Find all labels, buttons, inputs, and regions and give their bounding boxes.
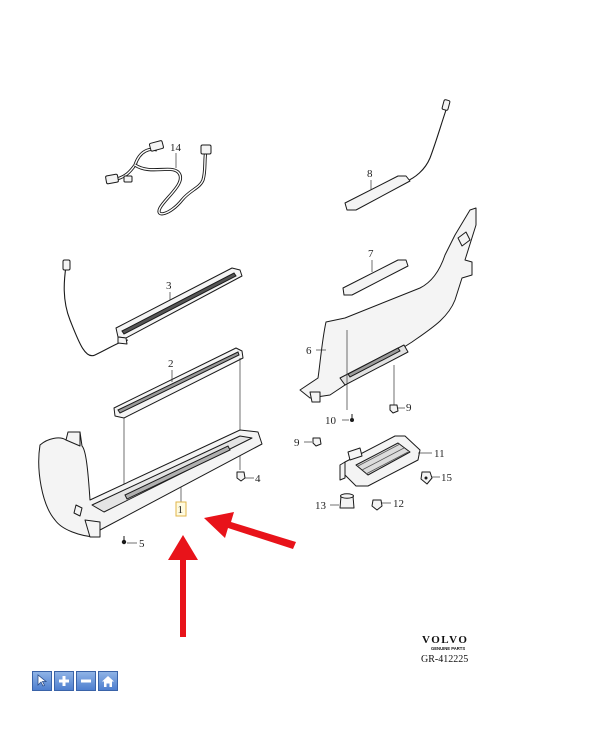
zoom-in-button[interactable] (54, 671, 74, 691)
plate-part-7[interactable] (342, 259, 409, 296)
brand-block: VOLVO GENUINE PARTS GR-412225 (421, 634, 468, 665)
callout-3[interactable]: 3 (166, 280, 172, 292)
callout-14[interactable]: 15 (441, 472, 453, 484)
clip-part-4[interactable] (236, 471, 246, 482)
zoom-toolbar (32, 671, 118, 691)
grommet-part-13[interactable] (339, 493, 355, 509)
callout-1[interactable]: 1 (178, 504, 184, 516)
callout-10[interactable]: 10 (325, 415, 337, 427)
sill-plate-part-2[interactable] (113, 347, 244, 419)
clip-part-14[interactable] (420, 471, 433, 485)
diagram-reference: GR-412225 (421, 654, 468, 665)
bracket-part-11[interactable] (339, 435, 421, 487)
clip-part-12[interactable] (371, 499, 383, 511)
callout-7[interactable]: 7 (368, 248, 374, 260)
screw-part-5[interactable] (121, 536, 127, 545)
zoom-out-icon (81, 679, 91, 683)
red-arrow-diagonal (204, 512, 296, 549)
illuminated-plate-part-8[interactable] (344, 99, 451, 211)
home-icon (102, 675, 114, 687)
callout-15[interactable]: 14 (170, 142, 182, 154)
rear-panel-part-6[interactable] (299, 207, 477, 403)
callout-9-b[interactable]: 9 (294, 437, 300, 449)
callout-2[interactable]: 2 (168, 358, 174, 370)
illuminated-sill-part-3[interactable] (62, 259, 243, 357)
scuff-panel-part-1[interactable] (38, 429, 263, 538)
brand-logo: VOLVO (422, 634, 468, 646)
pointer-button[interactable] (32, 671, 52, 691)
red-arrow-vertical (168, 535, 198, 637)
wiring-harness-part-15[interactable] (105, 140, 212, 216)
zoom-in-icon (59, 676, 69, 686)
callout-6[interactable]: 6 (306, 345, 312, 357)
zoom-out-button[interactable] (76, 671, 96, 691)
callout-11[interactable]: 11 (434, 448, 445, 460)
brand-tagline: GENUINE PARTS (431, 646, 465, 651)
home-button[interactable] (98, 671, 118, 691)
callout-5[interactable]: 5 (139, 538, 145, 550)
callout-13[interactable]: 13 (315, 500, 327, 512)
callout-1-highlight (175, 501, 187, 517)
callout-9-a[interactable]: 9 (406, 402, 412, 414)
clip-part-9-a[interactable] (389, 404, 399, 414)
screw-part-10[interactable] (350, 414, 354, 422)
pointer-icon (37, 674, 48, 687)
clip-part-9-b[interactable] (312, 437, 322, 447)
callout-8[interactable]: 8 (367, 168, 373, 180)
callout-12[interactable]: 12 (393, 498, 404, 510)
callout-4[interactable]: 4 (255, 473, 261, 485)
